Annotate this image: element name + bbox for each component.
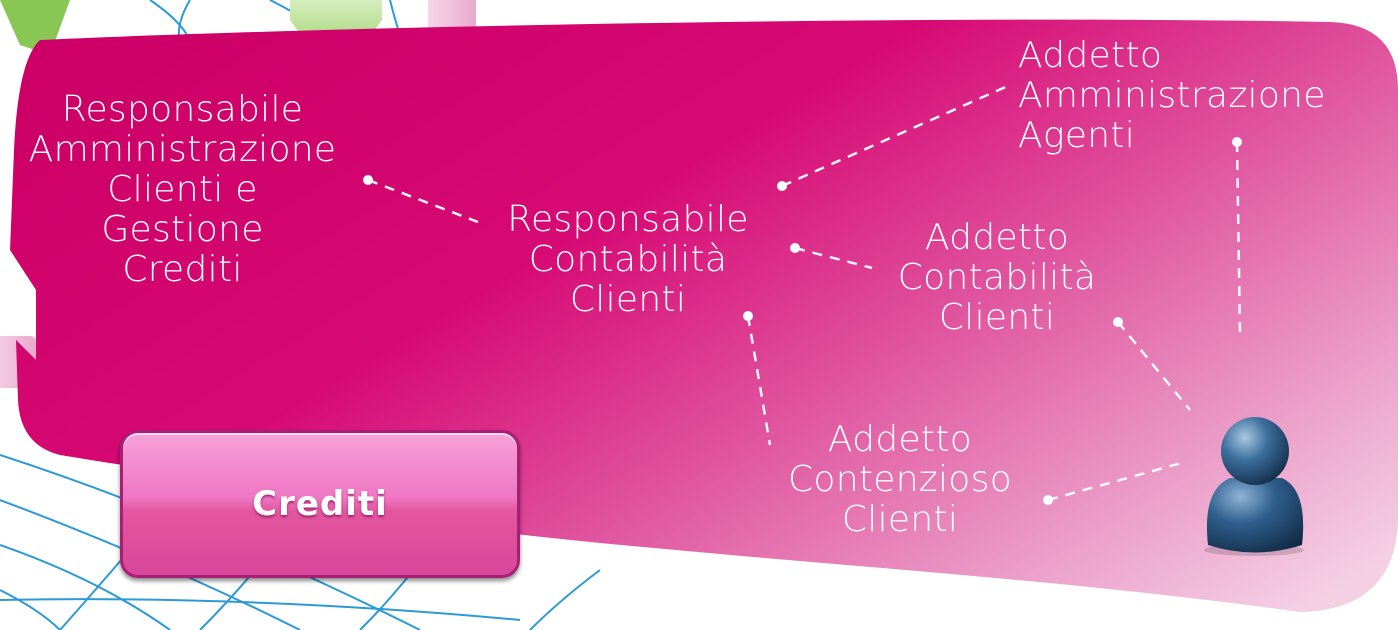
connector-lines	[367, 83, 1242, 502]
node-responsabile-amministrazione-clienti-gestione-crediti: Responsabile Amministrazione Clienti e G…	[0, 90, 365, 290]
node-line: Addetto	[924, 217, 1070, 258]
node-line: Gestione	[101, 209, 264, 250]
connector-dots	[363, 137, 1242, 505]
user-icon	[1204, 417, 1304, 556]
node-line: Clienti	[841, 499, 959, 540]
node-line: Clienti	[938, 297, 1056, 338]
node-line: Agenti	[1018, 115, 1136, 156]
node-line: Amministrazione	[1018, 75, 1326, 116]
node-line: Addetto	[827, 419, 973, 460]
node-line: Crediti	[122, 249, 243, 290]
node-line: Contabilità	[897, 257, 1097, 298]
crediti-button-label: Crediti	[252, 484, 388, 524]
node-line: Amministrazione	[28, 129, 337, 170]
node-addetto-contenzioso-clienti: Addetto Contenzioso Clienti	[770, 420, 1030, 540]
node-addetto-contabilita-clienti: Addetto Contabilità Clienti	[872, 218, 1122, 338]
crediti-button[interactable]: Crediti	[120, 430, 520, 578]
node-line: Responsabile	[61, 89, 304, 130]
node-addetto-amministrazione-agenti: Addetto Amministrazione Agenti	[1018, 36, 1326, 156]
node-line: Addetto	[1018, 35, 1163, 76]
node-line: Responsabile	[507, 199, 749, 240]
node-line: Clienti	[569, 279, 687, 320]
node-line: Contenzioso	[787, 459, 1013, 500]
node-line: Clienti e	[107, 169, 258, 210]
node-line: Contabilità	[528, 239, 728, 280]
node-responsabile-contabilita-clienti: Responsabile Contabilità Clienti	[478, 200, 778, 320]
